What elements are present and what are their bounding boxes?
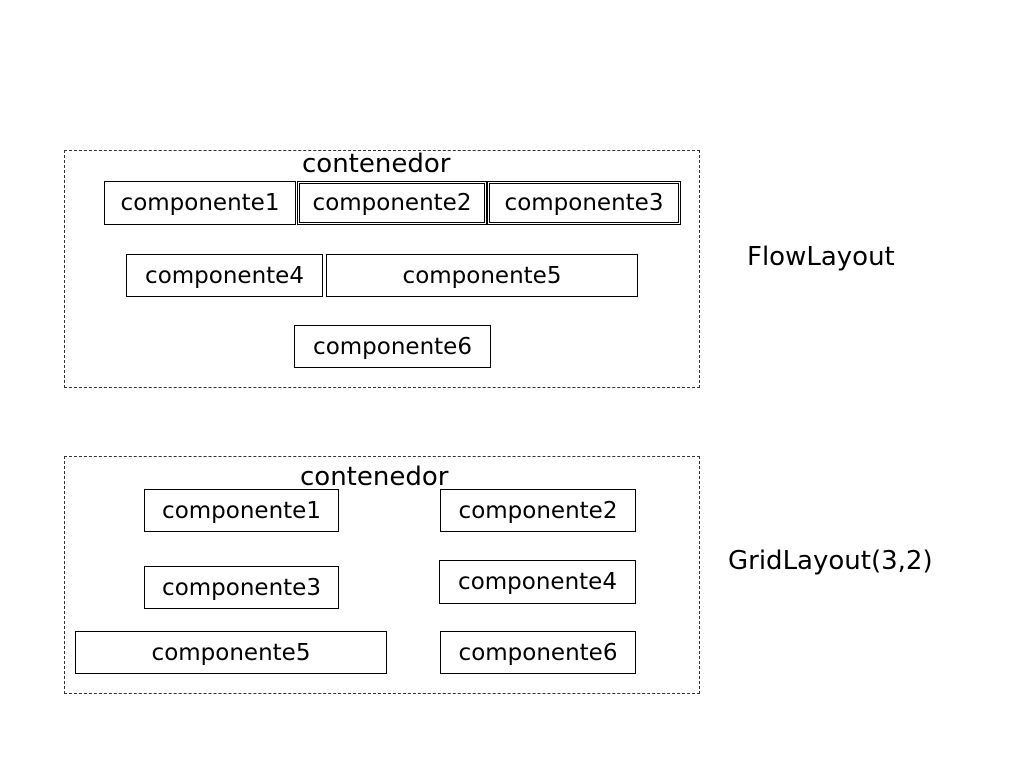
grid-component-5: componente5 bbox=[75, 631, 387, 674]
flow-layout-label: FlowLayout bbox=[747, 242, 895, 272]
grid-component-1: componente1 bbox=[144, 489, 339, 532]
grid-component-3: componente3 bbox=[144, 566, 339, 609]
grid-container-label: contenedor bbox=[300, 462, 449, 492]
flow-container-box bbox=[64, 150, 700, 388]
grid-component-6: componente6 bbox=[440, 631, 636, 674]
flow-component-2: componente2 bbox=[297, 181, 487, 225]
grid-component-4: componente4 bbox=[439, 560, 636, 604]
grid-layout-label: GridLayout(3,2) bbox=[728, 546, 933, 576]
grid-component-2: componente2 bbox=[440, 489, 636, 532]
flow-container-label: contenedor bbox=[302, 149, 451, 179]
flow-component-4: componente4 bbox=[126, 254, 323, 297]
grid-container-box bbox=[64, 456, 700, 694]
flow-component-6: componente6 bbox=[294, 325, 491, 368]
flow-component-3: componente3 bbox=[487, 181, 681, 225]
flow-component-1: componente1 bbox=[104, 181, 296, 225]
flow-component-5: componente5 bbox=[326, 254, 638, 297]
